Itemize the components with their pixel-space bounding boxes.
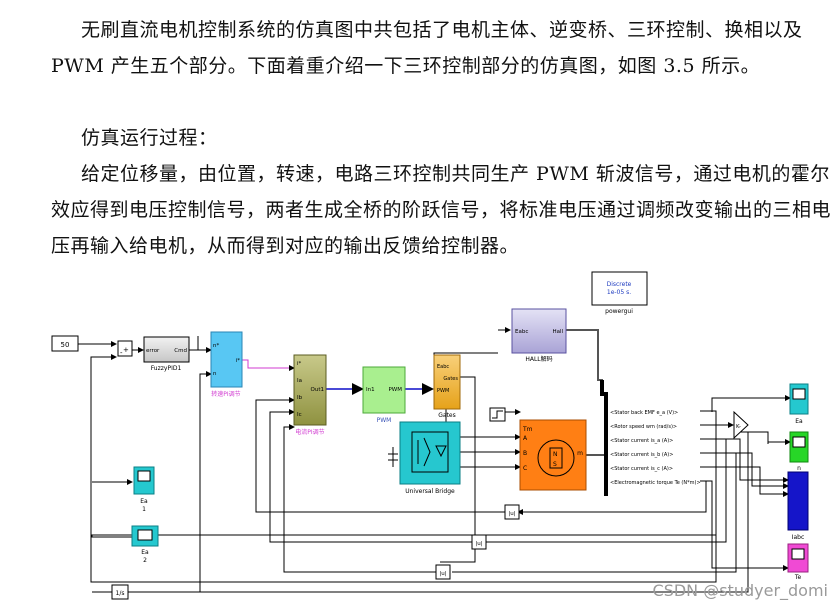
- svg-text:Cmd: Cmd: [174, 348, 187, 354]
- current-pi-block: [293, 354, 327, 426]
- svg-text:n: n: [797, 465, 801, 472]
- integrator-block: [111, 584, 129, 600]
- scope-iabc: [787, 471, 809, 531]
- svg-text:Tm: Tm: [522, 426, 533, 433]
- svg-text:2: 2: [143, 557, 147, 564]
- svg-text:<Stator back EMF e_a (V)>: <Stator back EMF e_a (V)>: [610, 410, 678, 416]
- svg-text:S: S: [553, 461, 557, 468]
- simulink-diagram: 50 + - error Cmd FuzzyPID1 n* n i* 转速PI调…: [51, 271, 809, 600]
- speed-pi-caption: 转速PI调节: [211, 390, 240, 398]
- svg-text:1: 1: [142, 506, 146, 513]
- svg-text:PWM: PWM: [388, 387, 402, 393]
- svg-text:error: error: [146, 348, 160, 354]
- svg-text:Ia: Ia: [297, 378, 302, 384]
- constant-value: 50: [61, 341, 70, 349]
- svg-text:N: N: [553, 451, 558, 458]
- powergui-caption: powergui: [605, 308, 633, 315]
- svg-text:1/s: 1/s: [116, 590, 125, 597]
- svg-text:Hall: Hall: [552, 329, 563, 335]
- motor-block: [519, 419, 587, 491]
- bus-signal-labels: <Stator back EMF e_a (V)> <Rotor speed w…: [610, 410, 701, 486]
- bus-selector-bar: [604, 392, 608, 496]
- universal-bridge-caption: Universal Bridge: [405, 488, 455, 495]
- svg-text:K-: K-: [736, 424, 741, 430]
- svg-text:<Rotor speed wm (rad/s)>: <Rotor speed wm (rad/s)>: [610, 424, 677, 430]
- igbt-icon: [417, 437, 447, 467]
- speed-pi-block: [210, 331, 243, 388]
- abs-block-2: [471, 534, 487, 550]
- svg-text:Ea: Ea: [141, 549, 149, 556]
- svg-text:n: n: [213, 371, 217, 377]
- step-icon: [492, 410, 503, 419]
- sum-block: [117, 340, 133, 357]
- svg-text:Eabc: Eabc: [515, 329, 528, 335]
- svg-text:C: C: [523, 465, 527, 472]
- gates-caption: Gates: [438, 412, 456, 419]
- abs-block-1: [504, 504, 520, 520]
- svg-text:Ic: Ic: [297, 412, 302, 418]
- svg-text:n*: n*: [213, 343, 219, 349]
- svg-text:-: -: [120, 349, 123, 357]
- current-pi-caption: 电流PI调节: [295, 428, 324, 436]
- fuzzy-pid-block: [143, 336, 190, 363]
- svg-text:Ib: Ib: [297, 395, 303, 401]
- svg-text:Ea: Ea: [140, 498, 148, 505]
- svg-text:Eabc: Eabc: [437, 364, 449, 370]
- svg-text:B: B: [523, 450, 527, 457]
- watermark: CSDN @studyer_domi: [652, 581, 828, 600]
- powergui-block: [591, 271, 648, 306]
- svg-text:Iabc: Iabc: [792, 534, 805, 541]
- svg-text:|u|: |u|: [508, 511, 515, 517]
- pwm-block: [362, 366, 406, 414]
- svg-text:|u|: |u|: [475, 541, 482, 547]
- svg-text:|u|: |u|: [439, 571, 446, 577]
- svg-text:Discrete: Discrete: [607, 281, 632, 288]
- gain-block: [733, 410, 749, 440]
- svg-text:+: +: [123, 346, 129, 354]
- svg-text:A: A: [523, 435, 528, 442]
- svg-text:Gates: Gates: [443, 376, 458, 382]
- svg-text:Out1: Out1: [311, 387, 324, 393]
- svg-text:In1: In1: [366, 387, 375, 393]
- gates-block: [433, 354, 461, 410]
- paragraph-process-heading: 仿真运行过程：: [81, 127, 218, 149]
- fuzzy-pid-caption: FuzzyPID1: [151, 365, 182, 372]
- svg-text:m: m: [577, 450, 583, 457]
- hall-caption: HALL解码: [525, 355, 552, 363]
- pwm-caption: PWM: [377, 417, 392, 424]
- svg-text:Ea: Ea: [795, 418, 803, 425]
- motor-icon: [537, 439, 575, 477]
- paragraph-process-body: 给定位移量，由位置，转速，电路三环控制共同生产 PWM 斩波信号，通过电机的霍尔…: [51, 163, 832, 257]
- abs-block-3: [435, 564, 451, 580]
- svg-text:<Stator current is_a (A)>: <Stator current is_a (A)>: [610, 438, 673, 444]
- svg-text:1e-05 s.: 1e-05 s.: [607, 289, 631, 296]
- paragraph-intro: 无刷直流电机控制系统的仿真图中共包括了电机主体、逆变桥、三环控制、换相以及 PW…: [51, 19, 803, 77]
- svg-text:i*: i*: [236, 358, 241, 364]
- svg-text:<Stator current is_c (A)>: <Stator current is_c (A)>: [610, 466, 673, 472]
- hall-decoder-block: [511, 308, 567, 354]
- svg-text:Te: Te: [794, 574, 802, 581]
- svg-text:<Electromagnetic torque Te (N*: <Electromagnetic torque Te (N*m)>: [610, 480, 701, 486]
- svg-text:i*: i*: [297, 361, 302, 367]
- constant-block: [51, 335, 79, 352]
- svg-text:PWM: PWM: [437, 388, 449, 394]
- svg-text:<Stator current is_b (A)>: <Stator current is_b (A)>: [610, 452, 673, 458]
